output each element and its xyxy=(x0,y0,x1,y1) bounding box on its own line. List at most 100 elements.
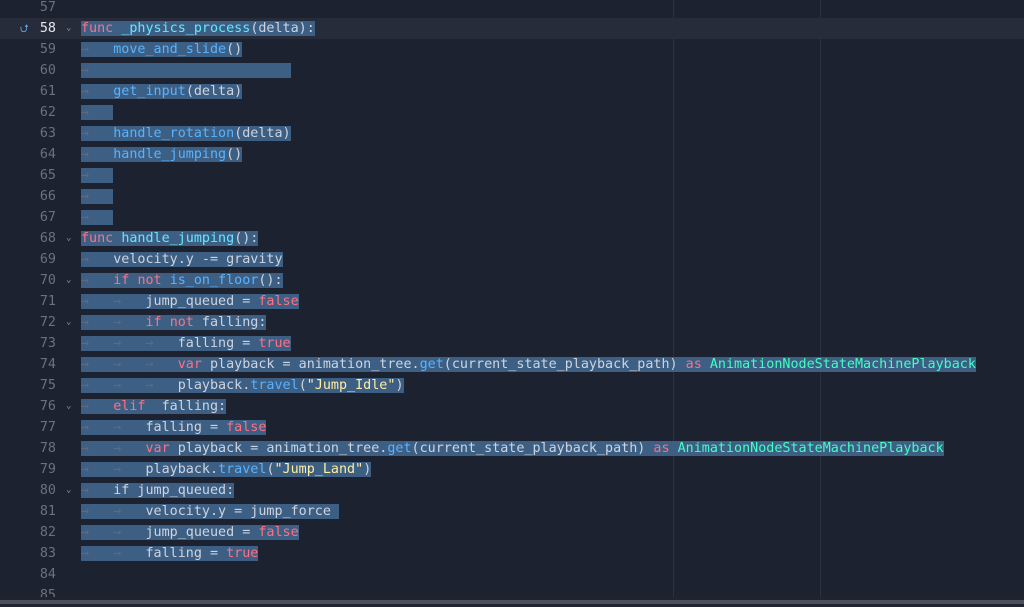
line-number[interactable]: 67 xyxy=(39,210,56,225)
code-line[interactable]: 83 → → falling = true xyxy=(0,543,1024,564)
code-line[interactable]: 65→ xyxy=(0,165,1024,186)
line-number[interactable]: 73 xyxy=(39,336,56,351)
code-line[interactable]: 70⌄→ if not is_on_floor(): xyxy=(0,270,1024,291)
line-number[interactable]: 58 xyxy=(39,21,56,36)
code-line[interactable]: 80 ⌄ → if jump_queued: xyxy=(0,480,1024,501)
code-line[interactable]: 57 xyxy=(0,0,1024,18)
code-text: → → if not falling: xyxy=(81,312,267,333)
token-fn: is_on_floor xyxy=(169,273,259,288)
line-number[interactable]: 84 xyxy=(39,567,56,582)
token-fnd: handle_jumping xyxy=(121,231,235,246)
fold-chevron-icon[interactable]: ⌄ xyxy=(66,275,72,285)
code-text: → → falling = true xyxy=(81,543,259,564)
code-line[interactable]: 63→ handle_rotation(delta) xyxy=(0,123,1024,144)
token-k: func xyxy=(81,231,114,246)
indent-tab-icon: → xyxy=(81,189,114,204)
code-line[interactable]: 84 xyxy=(0,564,1024,585)
code-text: → velocity.y -= gravity xyxy=(81,249,283,270)
indent-tab-icon: → xyxy=(81,63,114,78)
indent-tab-icon: → → xyxy=(81,462,146,477)
code-text: → if jump_queued: xyxy=(81,480,235,501)
fold-chevron-icon[interactable]: ⌄ xyxy=(66,401,72,411)
token: if jump_queued: xyxy=(113,483,235,498)
token-fn: get xyxy=(387,441,412,456)
fold-chevron-icon[interactable]: ⌄ xyxy=(66,317,72,327)
code-line[interactable]: 68⌄func handle_jumping(): xyxy=(0,228,1024,249)
code-line[interactable]: 61→ get_input(delta) xyxy=(0,81,1024,102)
token: falling = xyxy=(145,420,227,435)
indent-tab-icon: → → xyxy=(81,525,146,540)
token-k: not xyxy=(137,273,162,288)
line-number[interactable]: 68 xyxy=(39,231,56,246)
line-number[interactable]: 60 xyxy=(39,63,56,78)
line-number[interactable]: 75 xyxy=(39,378,56,393)
line-number[interactable]: 76 xyxy=(39,399,56,414)
line-number[interactable]: 78 xyxy=(39,441,56,456)
line-number[interactable]: 66 xyxy=(39,189,56,204)
code-line[interactable]: 81 → → velocity.y = jump_force xyxy=(0,501,1024,522)
code-line[interactable]: 69 → velocity.y -= gravity xyxy=(0,249,1024,270)
code-line[interactable]: 72 ⌄ → → if not falling: xyxy=(0,312,1024,333)
line-number[interactable]: 80 xyxy=(39,483,56,498)
line-number[interactable]: 74 xyxy=(39,357,56,372)
code-line[interactable]: 78→ → var playback = animation_tree.get(… xyxy=(0,438,1024,459)
fold-chevron-icon[interactable]: ⌄ xyxy=(66,485,72,495)
line-number[interactable]: 79 xyxy=(39,462,56,477)
line-number[interactable]: 69 xyxy=(39,252,56,267)
line-number[interactable]: 62 xyxy=(39,105,56,120)
token: (): xyxy=(258,273,283,288)
line-number[interactable]: 65 xyxy=(39,168,56,183)
line-number[interactable]: 77 xyxy=(39,420,56,435)
line-number[interactable]: 83 xyxy=(39,546,56,561)
line-number[interactable]: 59 xyxy=(39,42,56,57)
code-text: → → → playback.travel("Jump_Idle") xyxy=(81,375,404,396)
code-line[interactable]: 74→ → → var playback = animation_tree.ge… xyxy=(0,354,1024,375)
fold-chevron-icon[interactable]: ⌄ xyxy=(66,233,72,243)
line-number[interactable]: 63 xyxy=(39,126,56,141)
scrollbar-thumb[interactable] xyxy=(0,600,1024,604)
code-line[interactable]: 64→ handle_jumping() xyxy=(0,144,1024,165)
code-line[interactable]: 71→ → jump_queued = false xyxy=(0,291,1024,312)
token xyxy=(161,273,170,288)
token-str: "Jump_Idle" xyxy=(306,378,396,393)
token-b: false xyxy=(258,294,299,309)
code-line[interactable]: 59→ move_and_slide() xyxy=(0,39,1024,60)
token-fn: travel xyxy=(218,462,267,477)
line-number[interactable]: 82 xyxy=(39,525,56,540)
line-number[interactable]: 61 xyxy=(39,84,56,99)
token-fn: handle_jumping xyxy=(113,147,227,162)
indent-tab-icon: → xyxy=(81,84,114,99)
code-line[interactable]: ⮍58⌄func _physics_process(delta): xyxy=(0,18,1024,39)
token-k: var xyxy=(177,357,202,372)
horizontal-scrollbar[interactable] xyxy=(0,597,1024,607)
token: () xyxy=(226,42,243,57)
indent-tab-icon: → xyxy=(81,483,114,498)
line-number[interactable]: 71 xyxy=(39,294,56,309)
code-line[interactable]: 67→ xyxy=(0,207,1024,228)
line-number[interactable]: 64 xyxy=(39,147,56,162)
line-number[interactable]: 72 xyxy=(39,315,56,330)
code-line[interactable]: 73→ → → falling = true xyxy=(0,333,1024,354)
code-line[interactable]: 60 → xyxy=(0,60,1024,81)
token xyxy=(161,315,170,330)
indent-tab-icon: → xyxy=(81,42,114,57)
code-line[interactable]: 75 → → → playback.travel("Jump_Idle") xyxy=(0,375,1024,396)
code-line[interactable]: 66 → xyxy=(0,186,1024,207)
code-line[interactable]: 77→ → falling = false xyxy=(0,417,1024,438)
token-k: func xyxy=(81,21,114,36)
line-number[interactable]: 57 xyxy=(39,0,56,15)
indent-tab-icon: → xyxy=(81,126,114,141)
token-b: false xyxy=(258,525,299,540)
line-number[interactable]: 81 xyxy=(39,504,56,519)
code-line[interactable]: 79→ → playback.travel("Jump_Land") xyxy=(0,459,1024,480)
token: ( xyxy=(298,378,307,393)
line-number[interactable]: 70 xyxy=(39,273,56,288)
code-line[interactable]: 76⌄→ elif falling: xyxy=(0,396,1024,417)
code-line[interactable]: 82→ → jump_queued = false xyxy=(0,522,1024,543)
code-line[interactable]: 62→ xyxy=(0,102,1024,123)
indent-tab-icon: → → xyxy=(81,441,146,456)
fold-chevron-icon[interactable]: ⌄ xyxy=(66,23,72,33)
code-text: → → velocity.y = jump_force xyxy=(81,501,339,522)
code-text: → xyxy=(81,60,291,81)
